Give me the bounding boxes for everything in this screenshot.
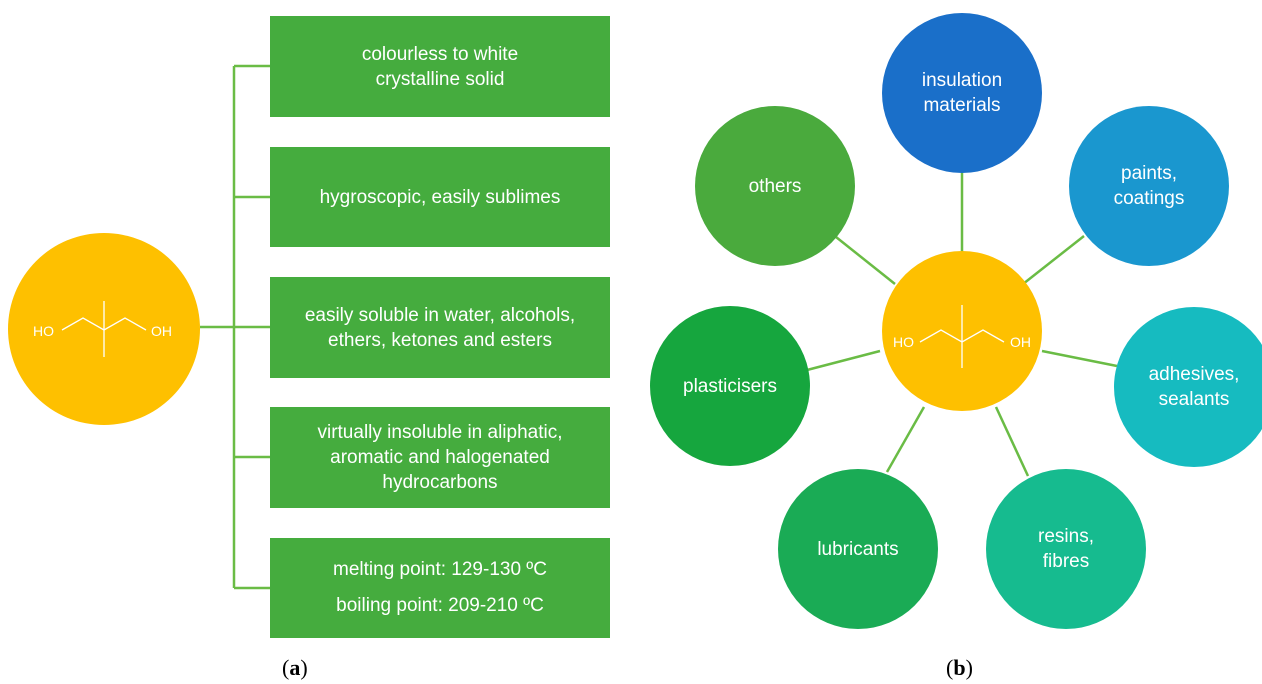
panel-b-label: (b) [946,655,973,680]
application-circle-resins: resins, fibres [986,469,1146,629]
property-text: boiling point: 209-210 ºC [336,595,544,616]
property-box-3: easily soluble in water, alcohols, ether… [270,277,610,378]
application-label: lubricants [817,538,899,560]
spoke-adhesives [1041,349,1118,368]
application-circle-lubricants: lubricants [778,469,938,629]
application-circle-others: others [695,106,855,266]
property-box-1: colourless to white crystalline solid [270,16,610,117]
application-label: adhesives, [1148,364,1240,385]
property-text: crystalline solid [375,68,505,90]
property-text: melting point: 129-130 ºC [333,559,547,580]
property-text: ethers, ketones and esters [328,329,552,351]
molecule-ho-label: HO [893,334,914,350]
spoke-lubricants [885,406,926,473]
molecule-circle-a: HO OH [8,233,200,425]
property-box-4: virtually insoluble in aliphatic, aromat… [270,407,610,508]
application-circle-adhesives: adhesives, sealants [1114,307,1262,467]
application-circle-paints: paints, coatings [1069,106,1229,266]
application-label: fibres [1042,551,1090,572]
molecule-oh-label: OH [151,323,172,339]
application-circle-plasticisers: plasticisers [650,306,810,466]
property-text: colourless to white [361,43,519,65]
molecule-ho-label: HO [33,323,54,339]
property-text: easily soluble in water, alcohols, [304,304,576,326]
property-text: hydrocarbons [382,472,498,493]
property-box-5: melting point: 129-130 ºC boiling point:… [270,538,610,638]
molecule-circle-b: HO OH [882,251,1042,411]
application-label: materials [923,95,1001,116]
application-label: insulation [921,70,1003,91]
property-text: hygroscopic, easily sublimes [319,186,561,208]
property-box-2: hygroscopic, easily sublimes [270,147,610,247]
application-label: paints, [1121,163,1177,184]
application-label: plasticisers [683,375,777,397]
panel-a-label: (a) [282,655,308,680]
application-circle-insulation: insulation materials [882,13,1042,173]
application-label: sealants [1158,389,1230,410]
spoke-plasticisers [806,349,881,372]
spoke-resins [994,406,1030,477]
spoke-others [835,236,896,285]
molecule-oh-label: OH [1010,334,1031,350]
spoke-paints [1022,235,1085,285]
application-label: resins, [1038,526,1094,547]
property-text: aromatic and halogenated [330,447,550,468]
application-label: coatings [1113,188,1185,209]
application-label: others [748,175,802,197]
property-text: virtually insoluble in aliphatic, [317,422,563,443]
